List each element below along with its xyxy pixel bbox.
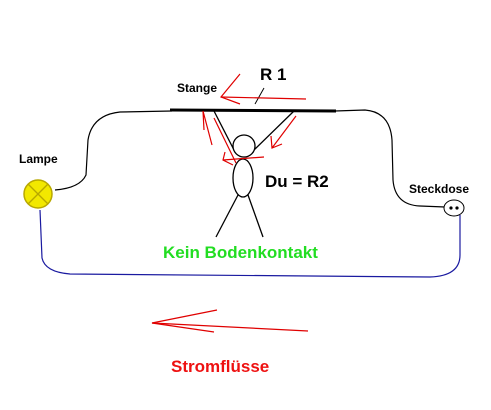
label-lampe: Lampe [19,152,58,166]
socket-icon [443,199,465,217]
label-stromfluesse: Stromflüsse [171,357,269,376]
lamp-icon [23,179,53,209]
label-kein-bodenkontakt: Kein Bodenkontakt [163,243,318,262]
label-du-r2: Du = R2 [265,172,329,191]
current-arrow-legend [151,309,309,333]
pole [169,108,337,113]
current-arrow-left-arm [202,110,237,164]
person-figure [213,110,295,238]
current-arrow-body [222,151,265,166]
label-steckdose: Steckdose [409,182,469,196]
wire-pole-to-socket [334,109,446,208]
current-arrow-right-arm [270,115,297,149]
r1-pointer [254,87,265,105]
wire-lamp-to-pole [54,110,173,191]
label-r1: R 1 [260,65,286,84]
label-stange: Stange [177,81,217,95]
wire-return [39,209,461,278]
current-arrow-top [219,73,307,105]
